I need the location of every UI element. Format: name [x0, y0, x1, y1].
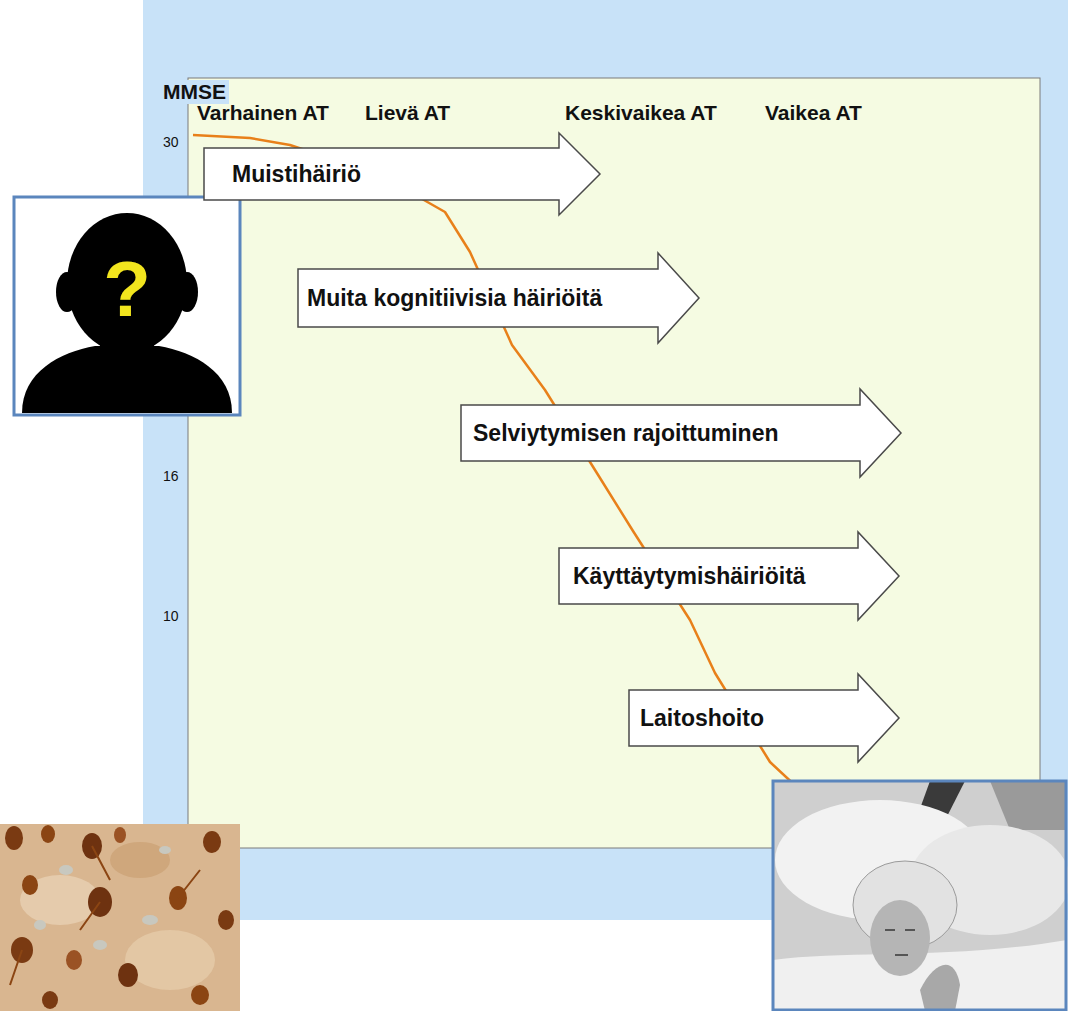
wall-shadow	[990, 781, 1067, 830]
axis-tick: 10	[163, 608, 179, 624]
pale-nucleus	[59, 865, 73, 875]
axis-title: MMSE	[160, 80, 229, 104]
arrow-label: Käyttäytymishäiriöitä	[573, 563, 806, 589]
pale-nucleus	[93, 940, 107, 950]
stained-cell	[114, 827, 126, 843]
question-mark: ?	[103, 245, 151, 335]
stage-label-holder: Varhainen AT	[197, 101, 329, 125]
stage-label: Vaikea AT	[765, 101, 862, 125]
axis-tick-holder: 16	[163, 468, 179, 484]
tissue-patch	[110, 842, 170, 878]
stained-cell	[218, 910, 234, 930]
stage-arrow: Muita kognitiivisia häiriöitä	[297, 252, 700, 344]
stage-label: Lievä AT	[365, 101, 450, 125]
stage-arrow: Muistihäiriö	[203, 132, 601, 216]
pale-nucleus	[34, 920, 46, 930]
facial-features	[885, 930, 915, 955]
stage-label-holder: Lievä AT	[365, 101, 450, 125]
shoulders	[22, 346, 232, 413]
stage-label: Keskivaikea AT	[565, 101, 717, 125]
arrow-outline	[204, 133, 600, 215]
question-mark-holder: ?	[103, 245, 151, 335]
axis-title-holder: MMSE	[160, 80, 229, 104]
stained-cell	[42, 991, 58, 1009]
arrow-outline	[298, 253, 699, 343]
stained-cell	[66, 950, 82, 970]
stained-cell	[118, 963, 138, 987]
stained-cell	[41, 825, 55, 843]
cell-process	[10, 846, 200, 985]
icon-frame	[14, 197, 240, 415]
arrow-label: Laitoshoito	[640, 705, 764, 731]
pale-nucleus	[159, 846, 171, 854]
stage-label-holder: Keskivaikea AT	[565, 101, 717, 125]
head	[67, 213, 187, 353]
patient-photo	[773, 781, 1068, 1011]
arrow-label: Muistihäiriö	[232, 161, 361, 187]
axis-tick-holder: 30	[163, 134, 179, 150]
arrow-outline	[629, 674, 899, 762]
tissue-ground	[0, 824, 240, 1011]
stage-arrow: Selviytymisen rajoittuminen	[460, 388, 902, 478]
stage-label: Varhainen AT	[197, 101, 329, 125]
stained-cell	[191, 985, 209, 1005]
axis-tick: 16	[163, 468, 179, 484]
tissue-patch	[125, 930, 215, 990]
photo-frame	[773, 781, 1066, 1010]
pale-nucleus	[142, 915, 158, 925]
hand	[920, 965, 960, 1011]
stained-cell	[203, 831, 221, 853]
axis-tick: 30	[163, 134, 179, 150]
arrow-label: Selviytymisen rajoittuminen	[473, 420, 778, 446]
stained-cell	[5, 826, 23, 850]
stage-arrow: Käyttäytymishäiriöitä	[558, 531, 900, 621]
axis-tick-holder: 10	[163, 608, 179, 624]
chart-area	[188, 78, 1040, 848]
arrow-label: Muita kognitiivisia häiriöitä	[307, 285, 602, 311]
arrow-outline	[559, 532, 899, 620]
face	[870, 900, 930, 976]
stained-cell	[22, 875, 38, 895]
stage-arrow: Laitoshoito	[628, 673, 900, 763]
tissue-micrograph	[0, 824, 240, 1011]
head-icon	[14, 197, 240, 415]
arrow-outline	[461, 389, 901, 477]
stage-label-holder: Vaikea AT	[765, 101, 862, 125]
